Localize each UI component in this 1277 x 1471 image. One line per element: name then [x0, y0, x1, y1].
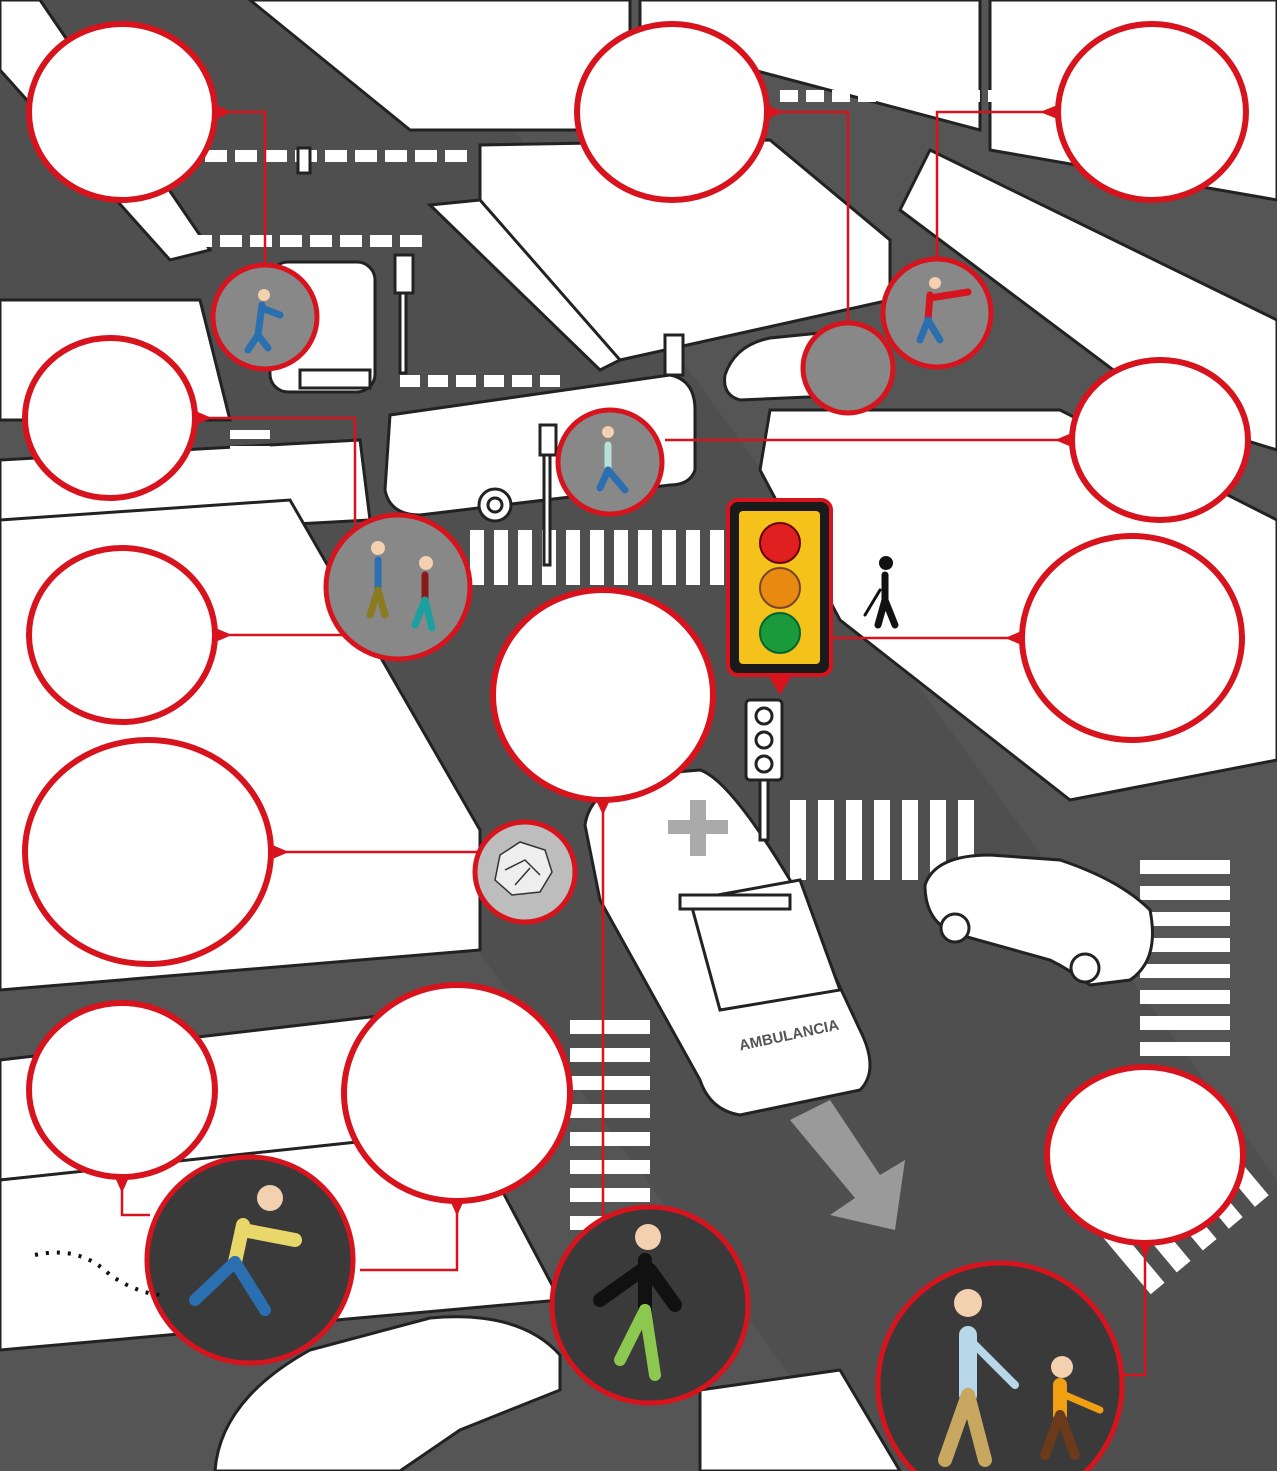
- label-bubble-lower-left: [22, 737, 289, 967]
- litter-paper-icon: [494, 841, 553, 896]
- label-bubble-top-left: [26, 21, 232, 203]
- label-bubble-top-right: [1040, 21, 1249, 203]
- ambulance: AMBULANCIA: [583, 768, 872, 1117]
- pedestrian-black-cane: [863, 571, 899, 629]
- red-light: [759, 522, 801, 564]
- running-path-dotted: [34, 1250, 166, 1297]
- traffic-signal-icon: [726, 498, 833, 695]
- detail-red-jacket-walker: [880, 256, 994, 370]
- label-bubble-bottom-left-small: [26, 1000, 218, 1193]
- pedestrian-blue-bus: [244, 301, 284, 354]
- amber-light: [759, 567, 801, 609]
- car-right: [923, 853, 1154, 987]
- detail-two-pedestrians: [323, 512, 473, 662]
- label-bubbles: [22, 21, 1251, 1258]
- pedestrian-figures: [189, 277, 1104, 1467]
- label-bubble-bottom-right: [1044, 1064, 1246, 1258]
- detail-car-door: [800, 320, 896, 416]
- pedestrian-crossing: [593, 1253, 682, 1317]
- detail-bus-pedestrian: [210, 262, 320, 372]
- label-bubble-center: [490, 587, 716, 815]
- green-light: [759, 612, 801, 654]
- label-bubble-bottom-center-large: [341, 982, 573, 1216]
- detail-running-man: [144, 1154, 356, 1366]
- pedestrian-running: [228, 1218, 302, 1269]
- car-bottom: [213, 1315, 562, 1471]
- direction-arrow: [790, 1100, 905, 1230]
- label-bubble-middle-left: [26, 545, 232, 725]
- label-bubble-upper-right: [1055, 357, 1251, 523]
- label-bubble-middle-right: [1005, 533, 1245, 743]
- pedestrian-adult: [959, 1326, 1019, 1404]
- label-bubble-upper-left: [22, 335, 212, 501]
- pedestrian-red-jacket: [924, 288, 972, 324]
- traffic-light-poles: [296, 146, 784, 842]
- label-bubble-top-center: [574, 21, 784, 203]
